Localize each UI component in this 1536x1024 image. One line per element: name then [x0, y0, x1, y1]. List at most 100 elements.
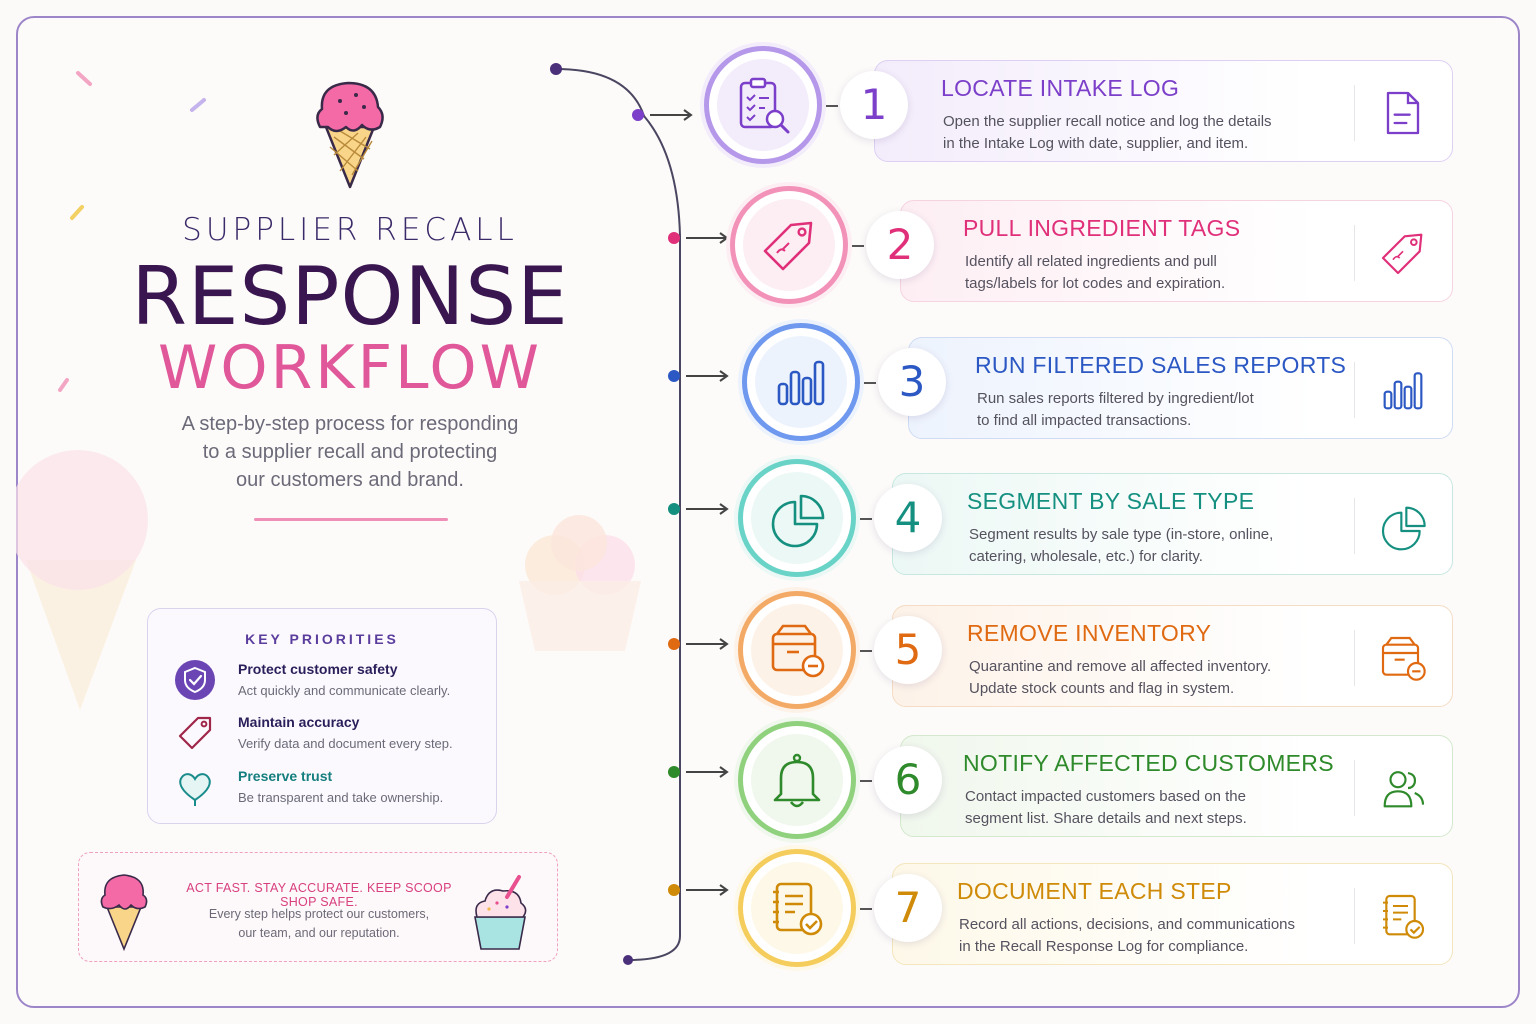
shield-check-icon	[175, 660, 215, 700]
step-card: PULL INGREDIENT TAGS Identify all relate…	[900, 200, 1453, 302]
step-description: Segment results by sale type (in-store, …	[969, 526, 1274, 565]
arrow-right-icon	[686, 766, 729, 778]
faded-cup-decoration	[519, 515, 641, 651]
step-title: NOTIFY AFFECTED CUSTOMERS	[963, 750, 1334, 776]
step-icon-ring	[738, 721, 856, 839]
step-title: DOCUMENT EACH STEP	[957, 878, 1232, 904]
ice-cream-cone-icon	[316, 81, 384, 189]
step-title: RUN FILTERED SALES REPORTS	[975, 352, 1347, 378]
arrow-right-icon	[686, 503, 729, 515]
confetti-decoration	[58, 71, 206, 392]
step-icon-ring	[738, 849, 856, 967]
clipboard-search-icon	[739, 77, 790, 134]
priority-desc: Be transparent and take ownership.	[238, 790, 444, 805]
arrow-right-icon	[686, 232, 729, 244]
connector-dash	[852, 245, 864, 247]
timeline-node	[668, 766, 680, 778]
step-icon-ring	[742, 323, 860, 441]
connector-dash	[826, 105, 838, 107]
connector-dash	[860, 780, 872, 782]
step-title: SEGMENT BY SALE TYPE	[967, 488, 1255, 514]
step-number: 4	[874, 484, 942, 552]
connector-dash	[860, 650, 872, 652]
step-card: LOCATE INTAKE LOG Open the supplier reca…	[874, 60, 1453, 162]
motto-panel: ACT FAST. STAY ACCURATE. KEEP SCOOP SHOP…	[78, 852, 558, 962]
priority-desc: Verify data and document every step.	[238, 736, 453, 751]
step-number: 6	[874, 746, 942, 814]
step-description: Identify all related ingredients and pul…	[965, 253, 1226, 292]
key-priorities-title: KEY PRIORITIES	[245, 631, 399, 647]
arrow-right-icon	[686, 638, 729, 650]
heart-icon	[179, 773, 211, 806]
tag-icon	[178, 716, 212, 750]
connector-dash	[860, 518, 872, 520]
priority-item: Maintain accuracy Verify data and docume…	[174, 712, 494, 756]
step-number: 3	[878, 348, 946, 416]
step-card: DOCUMENT EACH STEP Record all actions, d…	[892, 863, 1453, 965]
lead-text: A step-by-step process for responding to…	[181, 413, 519, 491]
arrow-right-icon	[686, 884, 729, 896]
card-divider	[1354, 888, 1355, 944]
bar-chart-icon	[1383, 372, 1423, 410]
title-main: RESPONSE	[131, 250, 569, 343]
step-description: Run sales reports filtered by ingredient…	[977, 390, 1254, 429]
tag-icon	[763, 221, 813, 271]
arrow-right-icon	[686, 370, 729, 382]
card-divider	[1354, 630, 1355, 686]
step-number: 2	[866, 211, 934, 279]
document-check-icon	[773, 882, 823, 936]
tag-icon	[1381, 233, 1423, 275]
step-title: PULL INGREDIENT TAGS	[963, 215, 1241, 241]
priority-title: Protect customer safety	[238, 661, 398, 677]
ice-cream-cone-icon	[100, 874, 148, 951]
motto-text: Every step helps protect our customers, …	[208, 907, 430, 940]
title-accent: WORKFLOW	[158, 333, 542, 403]
card-divider	[1354, 362, 1355, 418]
document-check-icon	[1383, 894, 1425, 939]
step-icon-ring	[704, 46, 822, 164]
step-number: 7	[874, 874, 942, 942]
step-description: Record all actions, decisions, and commu…	[959, 916, 1295, 955]
faded-cone-decoration	[16, 450, 148, 710]
motto-headline: ACT FAST. STAY ACCURATE. KEEP SCOOP SHOP…	[186, 881, 452, 909]
card-divider	[1354, 85, 1355, 141]
ice-cream-cup-icon	[474, 875, 527, 950]
timeline-node	[668, 884, 680, 896]
document-icon	[1386, 91, 1420, 135]
step-card: SEGMENT BY SALE TYPE Segment results by …	[892, 473, 1453, 575]
step-icon-ring	[730, 186, 848, 304]
priority-title: Preserve trust	[238, 768, 333, 784]
step-number: 1	[840, 71, 908, 139]
connector-dash	[864, 382, 876, 384]
priority-item: Protect customer safety Act quickly and …	[174, 659, 494, 703]
step-card: NOTIFY AFFECTED CUSTOMERS Contact impact…	[900, 735, 1453, 837]
step-card: REMOVE INVENTORY Quarantine and remove a…	[892, 605, 1453, 707]
timeline-node	[632, 109, 644, 121]
key-priorities-panel: KEY PRIORITIES Protect customer safety A…	[147, 608, 497, 824]
card-divider	[1354, 760, 1355, 816]
bell-icon	[773, 753, 821, 808]
priority-item: Preserve trust Be transparent and take o…	[174, 766, 494, 810]
pie-chart-icon	[1381, 506, 1426, 551]
step-title: LOCATE INTAKE LOG	[941, 75, 1180, 101]
step-title: REMOVE INVENTORY	[967, 620, 1212, 646]
priority-desc: Act quickly and communicate clearly.	[238, 683, 451, 698]
box-remove-icon	[1381, 636, 1426, 681]
timeline-node	[668, 503, 680, 515]
bar-chart-icon	[777, 360, 825, 406]
card-divider	[1354, 225, 1355, 281]
card-divider	[1354, 498, 1355, 554]
timeline-node	[668, 638, 680, 650]
step-description: Quarantine and remove all affected inven…	[969, 658, 1272, 697]
timeline-node	[668, 232, 680, 244]
pie-chart-icon	[771, 494, 825, 548]
step-icon-ring	[738, 459, 856, 577]
priority-title: Maintain accuracy	[238, 714, 360, 730]
timeline-node	[668, 370, 680, 382]
timeline-connector	[550, 63, 681, 965]
box-remove-icon	[771, 624, 825, 678]
title-kicker: SUPPLIER RECALL	[182, 212, 518, 248]
title-divider	[254, 518, 448, 521]
arrow-right-icon	[650, 109, 693, 121]
